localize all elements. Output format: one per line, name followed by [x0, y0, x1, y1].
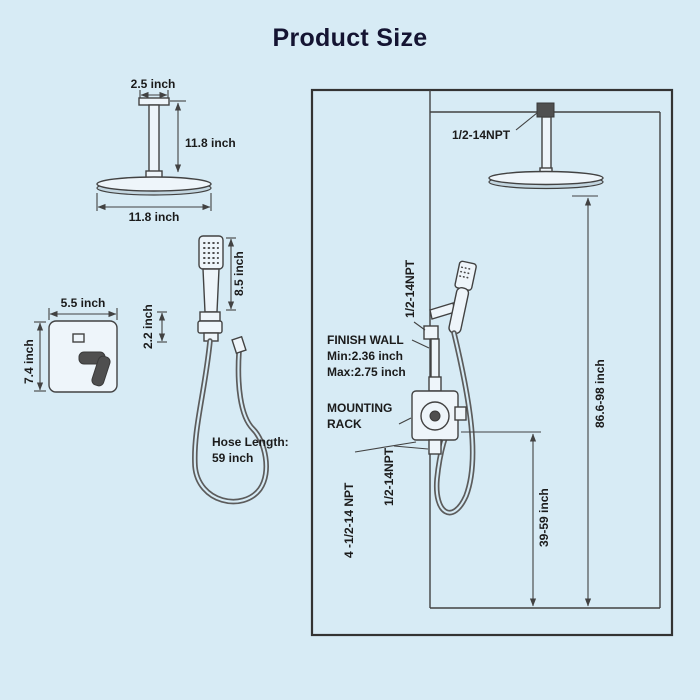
valve-figure: 5.5 inch 7.4 inch	[22, 296, 118, 393]
mounting-rack-label-1: MOUNTING	[327, 401, 392, 415]
shower-arm-pipe	[148, 104, 160, 174]
finish-wall-max: Max:2.75 inch	[327, 365, 406, 379]
holder-size-label: 2.2 inch	[141, 304, 155, 349]
finish-wall-leader	[411, 339, 430, 349]
mounting-rack-label-2: RACK	[327, 417, 362, 431]
hose-highlight	[193, 339, 268, 503]
valve-npt-label: 1/2-14NPT	[382, 447, 396, 506]
holder-nut	[199, 311, 221, 322]
head-diameter-label: 11.8 inch	[129, 210, 180, 224]
hose-length-label: Hose Length:	[212, 435, 289, 449]
hose-end-fitting	[231, 335, 247, 355]
valve-width-label: 5.5 inch	[61, 296, 106, 310]
install-hand-shower	[448, 260, 477, 335]
valve-handle-lever	[91, 355, 111, 387]
hand-npt-leader	[413, 321, 426, 331]
shower-head-disc	[96, 176, 212, 192]
valve-trim-mark	[72, 333, 85, 343]
install-valve-top-stem	[428, 376, 442, 392]
install-valve-bottom-stem	[428, 439, 442, 455]
valve-height-range-label: 39-59 inch	[537, 488, 551, 547]
finish-wall-min: Min:2.36 inch	[327, 349, 403, 363]
hand-shower-head	[198, 235, 224, 270]
valve-npt-leader	[393, 445, 429, 450]
ports-npt-leader	[354, 441, 417, 453]
spray-dots	[459, 275, 471, 279]
valve-height-label: 7.4 inch	[22, 339, 36, 384]
hand-npt-label: 1/2-14NPT	[403, 259, 417, 318]
spray-dots	[460, 270, 472, 275]
hand-supply-elbow	[423, 325, 439, 340]
holder-bracket	[197, 320, 223, 334]
install-hose-highlight	[435, 331, 474, 514]
install-valve-outlet	[454, 406, 467, 421]
overall-height-label: 86.6-98 inch	[593, 359, 607, 428]
installation-frame	[310, 88, 674, 637]
arm-length-label: 11.8 inch	[185, 136, 236, 150]
ceiling-npt-leader	[515, 112, 538, 131]
finish-wall-label: FINISH WALL	[327, 333, 404, 347]
spray-dots	[461, 266, 473, 271]
hose-length-value: 59 inch	[212, 451, 253, 465]
install-head-disc	[488, 170, 604, 186]
mounting-rack-leader	[398, 417, 412, 425]
ceiling-shower-figure: 2.5 inch 11.8 inch 11.8 inch	[96, 77, 236, 224]
ports-npt-label: 4 -1/2-14 NPT	[342, 482, 356, 558]
install-arm-pipe	[541, 116, 552, 170]
supply-pipe	[430, 338, 440, 380]
wand-length-label: 8.5 inch	[232, 251, 246, 296]
install-valve-stem	[429, 410, 441, 422]
ceiling-npt-label: 1/2-14NPT	[452, 128, 511, 142]
arm-width-label: 2.5 inch	[131, 77, 176, 91]
hand-shower-figure: 8.5 inch 2.2 inch Hose Length: 59 inch	[141, 235, 289, 505]
ceiling-npt-connector	[536, 102, 555, 118]
page-title: Product Size	[272, 24, 427, 52]
ceiling-flange	[138, 97, 170, 106]
installation-figure: 1/2-14NPT 86.6-98 inch 1/2-14NPT FINISH …	[310, 88, 674, 637]
hand-shower-handle	[202, 268, 220, 313]
